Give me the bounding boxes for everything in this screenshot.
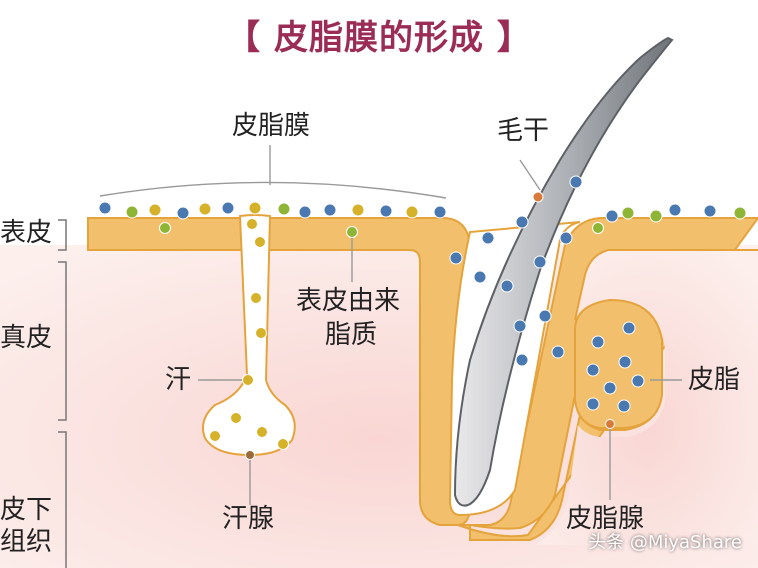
label-dermis: 真皮 (0, 323, 53, 353)
sebum-dot (513, 319, 527, 333)
duct-dots (209, 236, 289, 460)
epidermis-bracket (58, 219, 67, 251)
sweat-dot (256, 426, 268, 438)
lipid-dot (621, 206, 635, 220)
sweat-dot (242, 374, 254, 386)
label-sweat-gland: 汗腺 (222, 504, 275, 534)
label-subcutis-1: 皮下 (0, 495, 53, 525)
sweat-dot (351, 203, 365, 217)
gland-dots (586, 321, 645, 429)
lipid-dot (532, 191, 544, 203)
sebum-dot (618, 355, 632, 369)
hair-shaft (453, 36, 674, 507)
sebum-dot (603, 381, 617, 395)
sebum-dot (515, 215, 529, 229)
gland-dot (605, 419, 615, 429)
sebum-dot (591, 335, 605, 349)
dermis-right-top (535, 250, 758, 545)
sweat-dot (250, 292, 262, 304)
sebum-dot (221, 201, 235, 215)
lipid-dot (125, 205, 139, 219)
label-epidermal-lipid-2: 脂质 (325, 320, 378, 350)
sebum-dot (617, 399, 631, 413)
sebum-dot (481, 231, 495, 245)
sweat-dot (148, 203, 162, 217)
label-hair-shaft: 毛干 (497, 116, 550, 146)
sweat-dot (277, 438, 289, 450)
sebum-dot (668, 203, 682, 217)
sweat-dot (254, 236, 266, 248)
sebum-dot (433, 205, 447, 219)
gland-dot (245, 450, 255, 460)
sebum-dot (98, 201, 112, 215)
label-epidermis: 表皮 (0, 218, 53, 248)
sweat-dot (405, 205, 419, 219)
sweat-dot (246, 218, 258, 230)
sweat-dot (255, 327, 267, 339)
sweat-duct (202, 214, 296, 457)
hair-leader (519, 159, 541, 191)
label-sebaceous-gland: 皮脂腺 (566, 504, 645, 534)
sebum-dot (622, 321, 636, 335)
lipid-dot (592, 222, 604, 234)
sebum-dot (379, 204, 393, 218)
sebum-dot (631, 374, 645, 388)
sebum-dot (559, 231, 573, 245)
sebum-dot (586, 363, 600, 377)
lipid-dot (733, 206, 747, 220)
sebum-dot (449, 251, 463, 265)
watermark-text: 头条 @MiyaShare (588, 532, 742, 553)
sebum-dot (515, 353, 529, 367)
sweat-dot (198, 202, 212, 216)
label-sebum-film: 皮脂膜 (232, 111, 311, 141)
sebum-dot (703, 204, 717, 218)
sebum-dot (500, 279, 514, 293)
sebum-dot (569, 175, 583, 189)
sebaceous-gland (574, 298, 663, 429)
sebum-dot (538, 309, 552, 323)
sebum-dot (551, 345, 565, 359)
sweat-dot (248, 201, 262, 215)
surface-dots (98, 201, 747, 238)
sebum-dot (533, 255, 547, 269)
diagram-title: 【 皮脂膜的形成 】 (226, 18, 532, 58)
label-subcutis-2: 组织 (0, 527, 53, 557)
sweat-dot (209, 430, 221, 442)
sebum-dot (323, 203, 337, 217)
follicle-dots (449, 175, 583, 367)
sebum-dot (298, 205, 312, 219)
epidermis-left (87, 217, 471, 526)
sebum-dot (586, 397, 600, 411)
label-sweat: 汗 (165, 365, 192, 395)
lipid-dot (346, 226, 358, 238)
sebum-dot (473, 270, 487, 284)
watermark: 头条 @MiyaShare (588, 528, 742, 554)
dermis-bracket (58, 261, 67, 421)
lipid-dot (159, 222, 171, 234)
sebum-dot (605, 209, 619, 223)
subcutis-bracket (58, 431, 67, 568)
lipid-dot (649, 209, 663, 223)
lipid-dot (277, 202, 291, 216)
sweat-dot (230, 412, 242, 424)
label-sebum: 皮脂 (688, 365, 741, 395)
label-epidermal-lipid-1: 表皮由来 (296, 286, 401, 316)
sebum-dot (176, 206, 190, 220)
sebum-film-arc (99, 181, 447, 199)
dermis-right-edge (574, 249, 758, 321)
